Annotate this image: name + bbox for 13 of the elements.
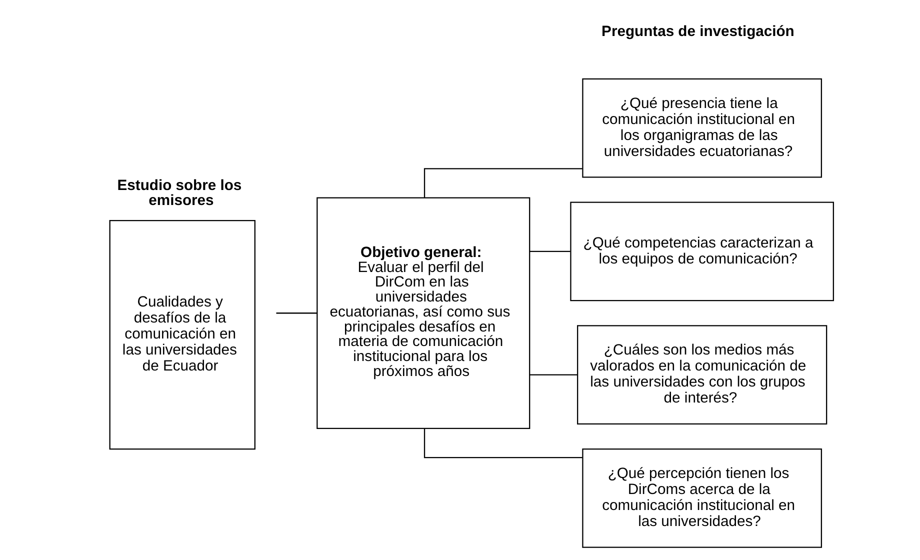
label: Preguntas de investigación [601, 24, 794, 40]
connector [423, 168, 582, 198]
node-box: ¿Qué competencias caracterizan a los equipos de comunicación? [570, 202, 834, 302]
node-box: Objetivo general: Evaluar el perfil del DirCom en las universidades ecuatorianas, así como sus principales desafíos en materia de comunicación institucional para los próximos años [316, 197, 530, 430]
node-box: Cualidades y desafíos de la comunicación en las universidades de Ecuador [108, 220, 255, 450]
node-box: ¿Qué percepción tienen los DirComs acerca de la comunicación institucional en las universidades? [582, 448, 822, 548]
connector [529, 250, 570, 252]
connector [529, 374, 577, 376]
node-box: ¿Qué presencia tiene la comunicación institucional en los organigramas de las universidades ecuatorianas? [582, 78, 822, 178]
connector [276, 312, 316, 314]
node-label: Estudio sobre los emisores [116, 178, 242, 210]
node-box: ¿Cuáles son los medios más valorados en la comunicación de las universidades con los grupos de interés? [576, 325, 827, 424]
connector [423, 428, 582, 458]
